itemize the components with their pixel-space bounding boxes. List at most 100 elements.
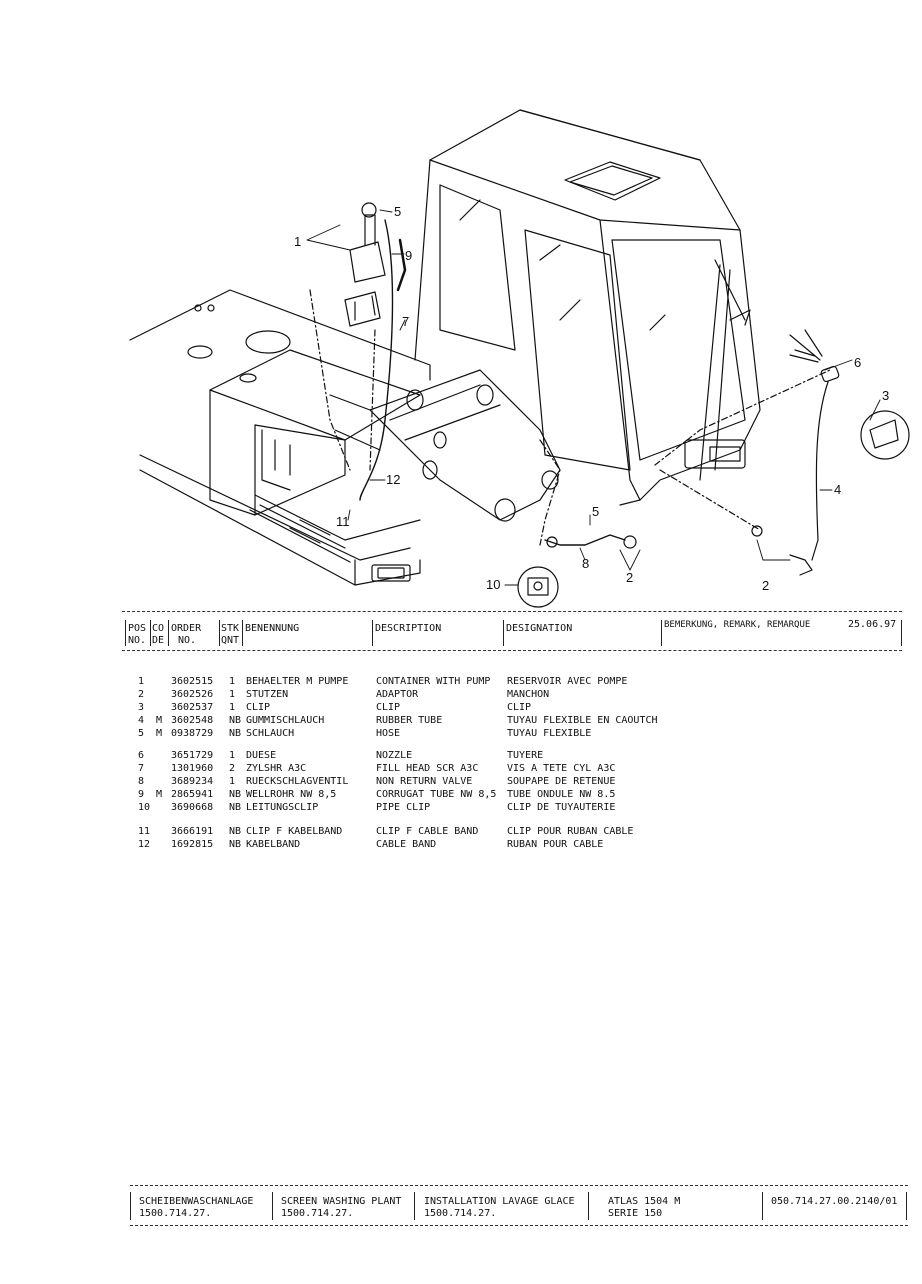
header-no: NO. bbox=[128, 635, 147, 646]
header-remark: BEMERKUNG, REMARK, REMARQUE bbox=[664, 620, 811, 630]
row-qty: 1 bbox=[229, 702, 236, 713]
row-order-no: 3666191 bbox=[171, 826, 214, 837]
callout-11: 11 bbox=[336, 514, 350, 529]
callout-7: 7 bbox=[402, 314, 409, 329]
row-pos: 3 bbox=[138, 702, 145, 713]
footer-model: ATLAS 1504 M bbox=[608, 1196, 681, 1207]
row-order-no: 1692815 bbox=[171, 839, 214, 850]
row-benennung: WELLROHR NW 8,5 bbox=[246, 789, 337, 800]
row-order-no: 3690668 bbox=[171, 802, 214, 813]
exploded-diagram: 1 5 9 7 6 3 4 12 11 5 8 2 10 2 2 bbox=[129, 109, 910, 608]
row-order-no: 3602548 bbox=[171, 715, 214, 726]
row-qty: 1 bbox=[229, 776, 236, 787]
row-qty: NB bbox=[229, 839, 242, 850]
row-qty: NB bbox=[229, 715, 242, 726]
row-code: M bbox=[156, 715, 163, 726]
tank-block bbox=[187, 304, 421, 516]
callout-12: 12 bbox=[386, 472, 400, 487]
footer-series: SERIE 150 bbox=[608, 1208, 663, 1219]
callout-4: 4 bbox=[834, 482, 841, 497]
row-pos: 11 bbox=[138, 826, 151, 837]
row-benennung: DUESE bbox=[246, 750, 277, 761]
row-designation: TUYAU FLEXIBLE EN CAOUTCH bbox=[507, 715, 658, 726]
row-qty: 1 bbox=[229, 689, 236, 700]
boom-arms bbox=[329, 369, 561, 522]
row-benennung: LEITUNGSCLIP bbox=[246, 802, 319, 813]
row-benennung: KABELBAND bbox=[246, 839, 301, 850]
row-description: PIPE CLIP bbox=[376, 802, 431, 813]
row-pos: 2 bbox=[138, 689, 145, 700]
callout-9: 9 bbox=[405, 248, 412, 263]
row-designation: CLIP bbox=[507, 702, 532, 713]
row-benennung: CLIP F KABELBAND bbox=[246, 826, 343, 837]
row-pos: 1 bbox=[138, 676, 145, 687]
row-description: CLIP F CABLE BAND bbox=[376, 826, 479, 837]
row-qty: NB bbox=[229, 802, 242, 813]
row-description: NON RETURN VALVE bbox=[376, 776, 473, 787]
callout-2: 2 bbox=[626, 570, 633, 585]
row-description: FILL HEAD SCR A3C bbox=[376, 763, 479, 774]
callout-5b: 5 bbox=[592, 504, 599, 519]
row-order-no: 3602526 bbox=[171, 689, 214, 700]
operator-cab bbox=[414, 109, 761, 506]
row-description: HOSE bbox=[376, 728, 401, 739]
row-order-no: 3602515 bbox=[171, 676, 214, 687]
row-designation: CLIP DE TUYAUTERIE bbox=[507, 802, 616, 813]
header-co: CO bbox=[152, 623, 165, 634]
row-pos: 7 bbox=[138, 763, 145, 774]
row-description: CLIP bbox=[376, 702, 401, 713]
nozzle bbox=[789, 329, 840, 561]
row-designation: SOUPAPE DE RETENUE bbox=[507, 776, 616, 787]
row-pos: 12 bbox=[138, 839, 151, 850]
row-order-no: 2865941 bbox=[171, 789, 214, 800]
footer-fr-no: 1500.714.27. bbox=[424, 1208, 497, 1219]
row-description: RUBBER TUBE bbox=[376, 715, 443, 726]
row-description: ADAPTOR bbox=[376, 689, 419, 700]
callout-5: 5 bbox=[394, 204, 401, 219]
header-benennung: BENENNUNG bbox=[245, 623, 300, 634]
row-order-no: 0938729 bbox=[171, 728, 214, 739]
header-de: DE bbox=[152, 635, 165, 646]
row-qty: NB bbox=[229, 826, 242, 837]
row-code: M bbox=[156, 789, 163, 800]
row-pos: 4 bbox=[138, 715, 145, 726]
row-designation: TUYERE bbox=[507, 750, 544, 761]
callout-6: 6 bbox=[854, 355, 861, 370]
row-benennung: BEHAELTER M PUMPE bbox=[246, 676, 349, 687]
row-order-no: 1301960 bbox=[171, 763, 214, 774]
footer-en-no: 1500.714.27. bbox=[281, 1208, 354, 1219]
row-benennung: SCHLAUCH bbox=[246, 728, 295, 739]
header-qnt: QNT bbox=[221, 635, 240, 646]
row-designation: RUBAN POUR CABLE bbox=[507, 839, 604, 850]
header-pos: POS bbox=[128, 623, 147, 634]
row-benennung: ZYLSHR A3C bbox=[246, 763, 307, 774]
callout-2c: 2 bbox=[762, 578, 769, 593]
header-order-no: NO. bbox=[178, 635, 197, 646]
row-designation: TUYAU FLEXIBLE bbox=[507, 728, 592, 739]
footer-de-no: 1500.714.27. bbox=[139, 1208, 212, 1219]
footer-de-title: SCHEIBENWASCHANLAGE bbox=[139, 1196, 254, 1207]
callout-8: 8 bbox=[582, 556, 589, 571]
header-order: ORDER bbox=[171, 623, 202, 634]
row-pos: 9 bbox=[138, 789, 145, 800]
machine-frame bbox=[129, 289, 431, 586]
row-code: M bbox=[156, 728, 163, 739]
row-pos: 5 bbox=[138, 728, 145, 739]
footer-doc-no: 050.714.27.00.2140/01 bbox=[771, 1196, 898, 1207]
row-qty: NB bbox=[229, 728, 242, 739]
row-description: NOZZLE bbox=[376, 750, 413, 761]
row-order-no: 3689234 bbox=[171, 776, 214, 787]
row-designation: TUBE ONDULE NW 8.5 bbox=[507, 789, 616, 800]
row-benennung: STUTZEN bbox=[246, 689, 289, 700]
row-order-no: 3602537 bbox=[171, 702, 214, 713]
header-stk: STK bbox=[221, 623, 240, 634]
row-qty: 2 bbox=[229, 763, 236, 774]
header-description: DESCRIPTION bbox=[375, 623, 442, 634]
pipe-clip-detail bbox=[517, 566, 559, 608]
footer-fr-title: INSTALLATION LAVAGE GLACE bbox=[424, 1196, 575, 1207]
row-description: CABLE BAND bbox=[376, 839, 437, 850]
callout-1: 1 bbox=[294, 234, 301, 249]
row-designation: VIS A TETE CYL A3C bbox=[507, 763, 616, 774]
row-designation: RESERVOIR AVEC POMPE bbox=[507, 676, 628, 687]
row-order-no: 3651729 bbox=[171, 750, 214, 761]
